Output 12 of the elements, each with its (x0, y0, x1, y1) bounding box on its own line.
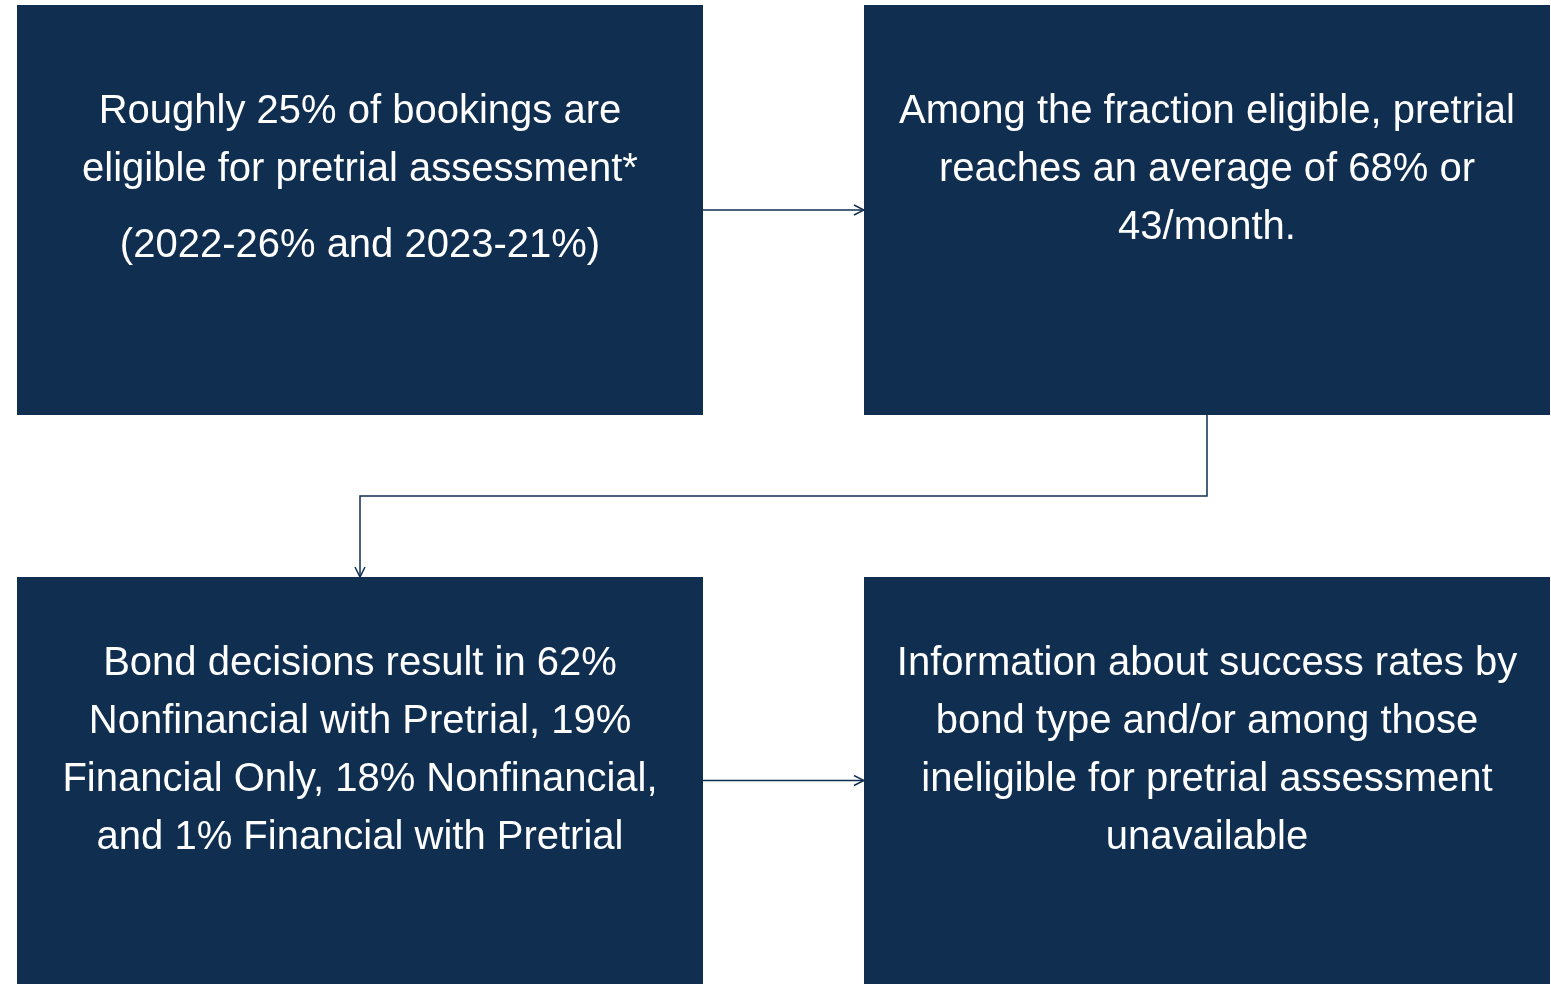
text-box (17, 577, 703, 984)
arrow (702, 774, 865, 787)
text-box (864, 577, 1550, 984)
box-text: Bond decisions result in 62% Nonfinancial with Pretrial, 19% Financial Only, 18% Nonfinancial, and 1% Financial with Pretrial (61, 638, 659, 859)
box-text: Among the fraction eligible, pretrial reaches an average of 68% or 43/month. (898, 86, 1516, 249)
arrow (702, 204, 865, 216)
text-box (17, 5, 703, 415)
note-text: (2022-26% and 2023-21%) (118, 220, 602, 267)
box-text: Roughly 25% of bookings are eligible for pretrial assessment* (81, 86, 639, 191)
arrow (354, 414, 1208, 578)
text-box (864, 5, 1550, 415)
box-text: Information about success rates by bond type and/or among those ineligible for pretrial assessment unavailable (895, 638, 1519, 859)
